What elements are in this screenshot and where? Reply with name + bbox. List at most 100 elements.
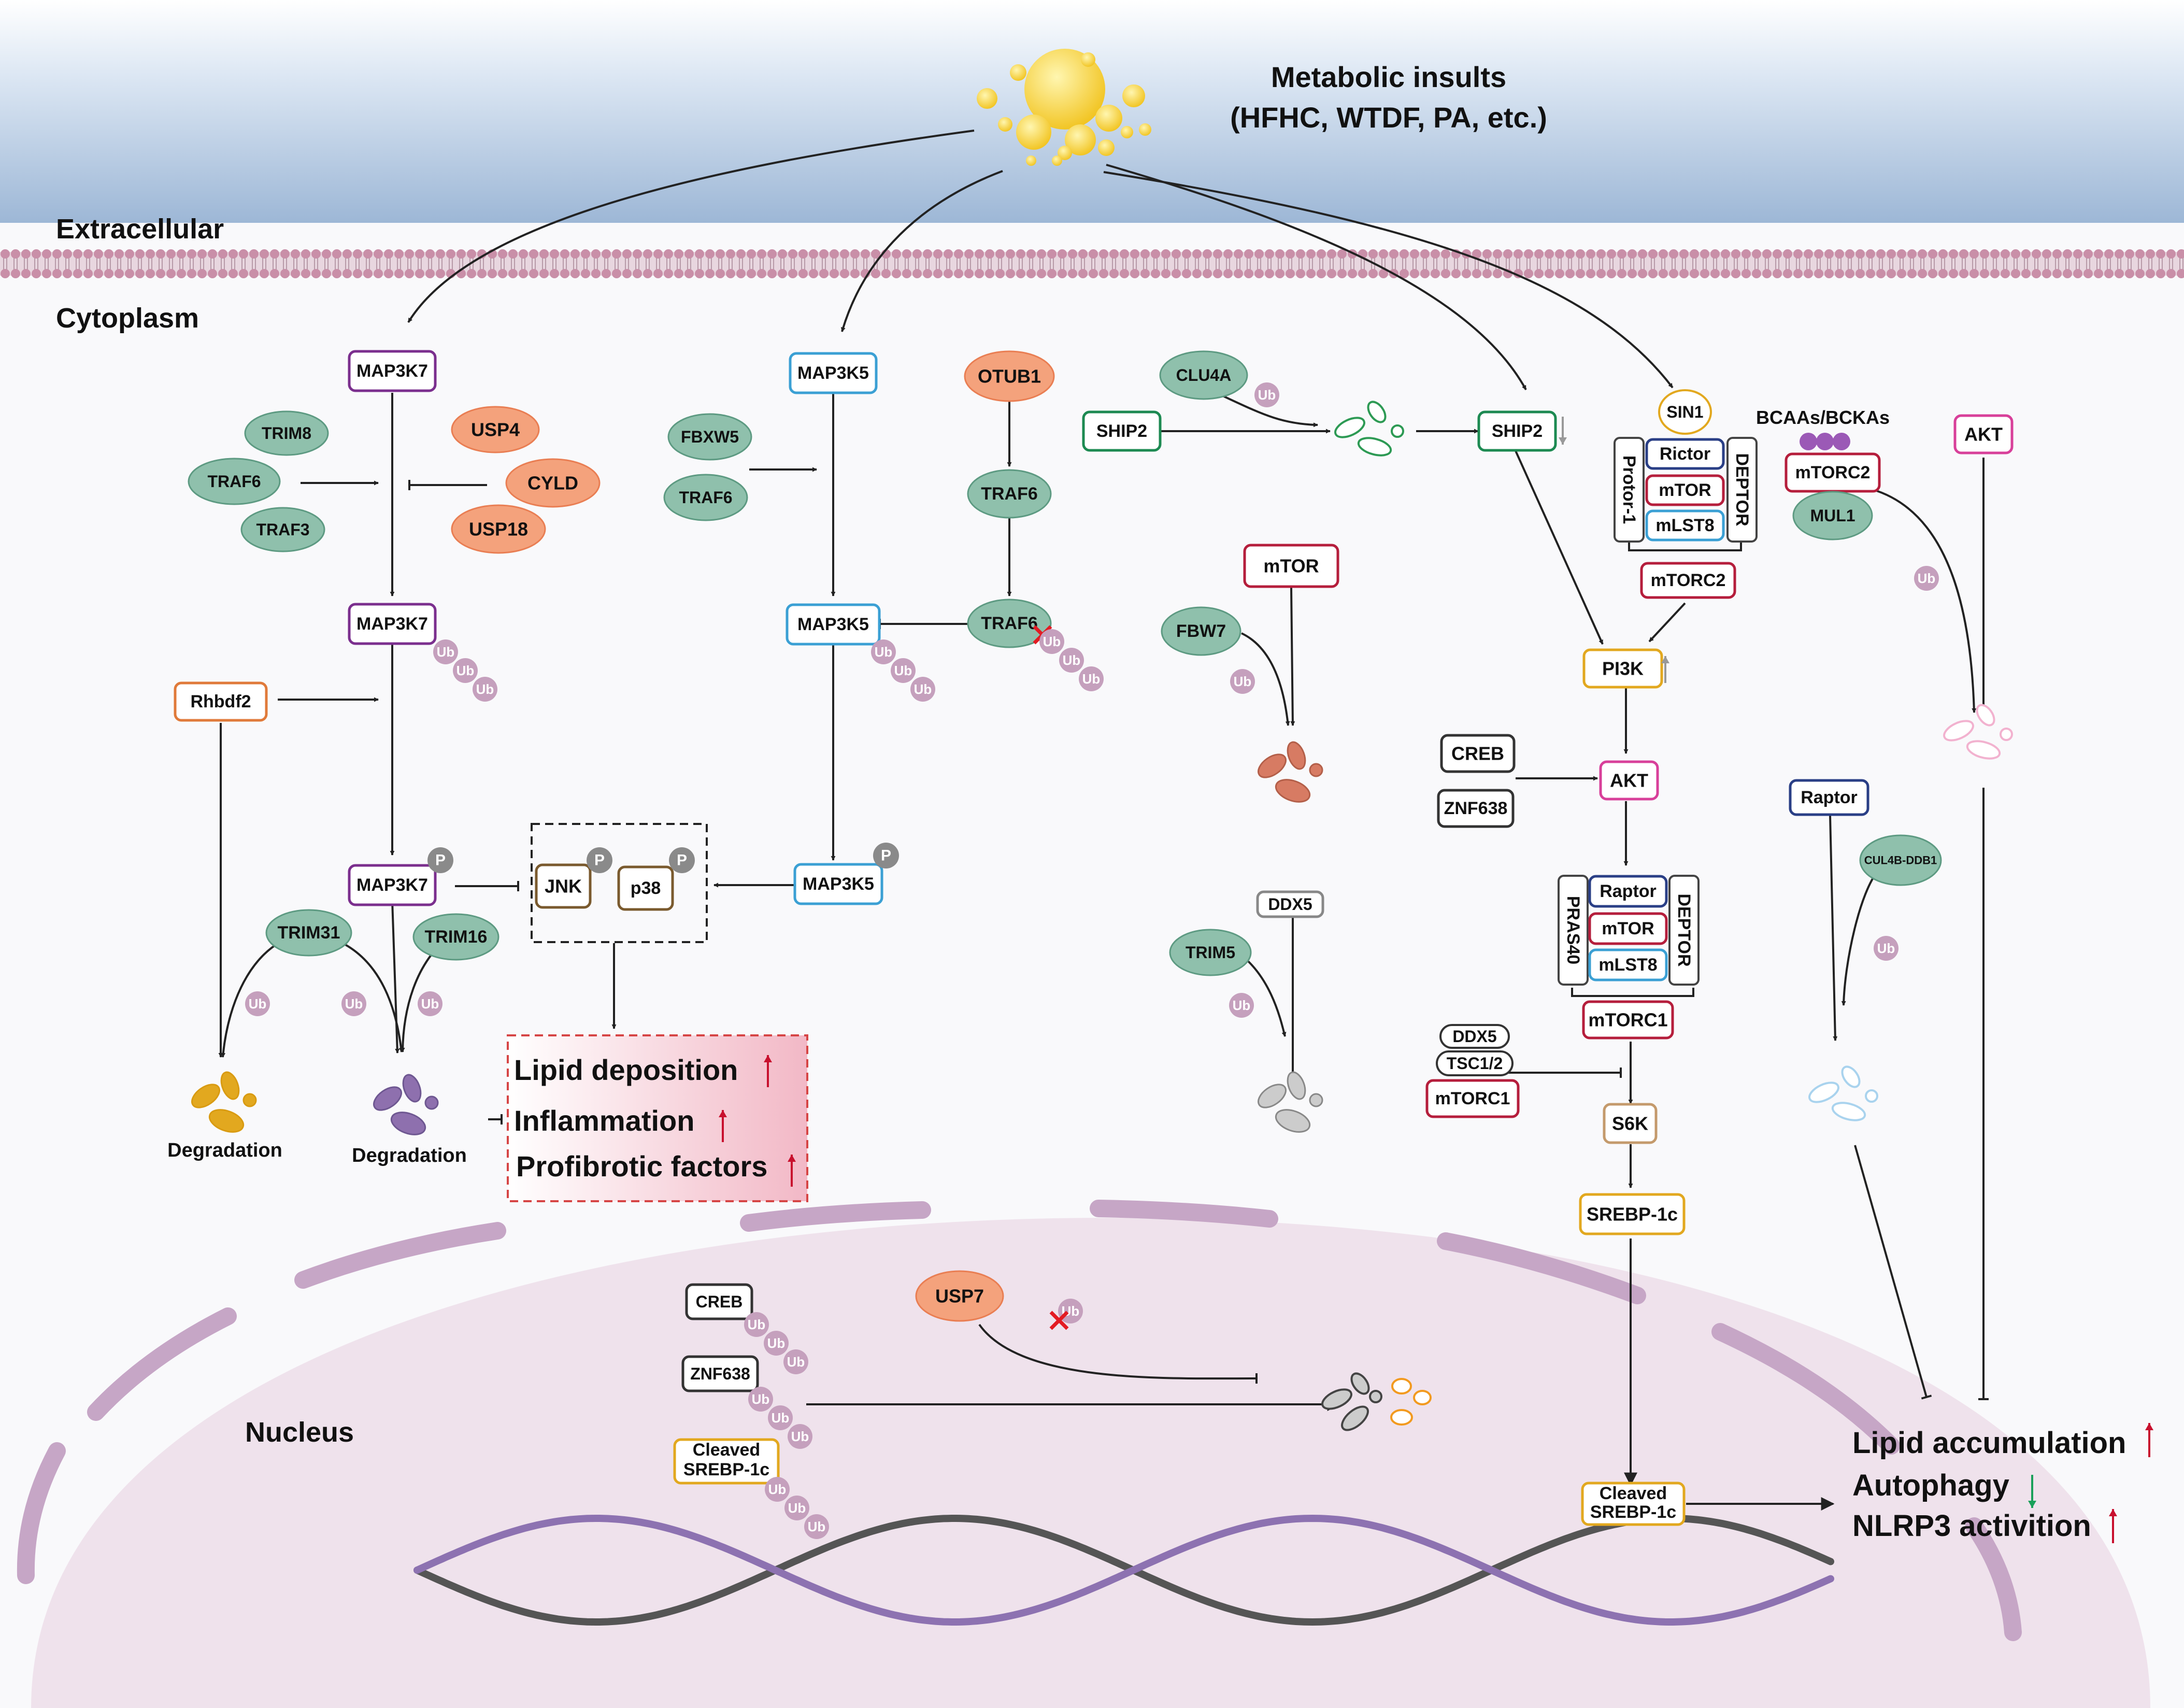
mtorc1-node-left-label: mTORC1 bbox=[1435, 1089, 1510, 1108]
rhbdf2-node bbox=[174, 681, 268, 722]
ubiquitin-label: Ub bbox=[788, 1500, 806, 1516]
map3k5-p-node-label: MAP3K5 bbox=[803, 874, 874, 894]
nlrp3-up-arrow-icon bbox=[2109, 1509, 2117, 1516]
cul4b-node-label: CUL4B-DDB1 bbox=[1864, 854, 1937, 867]
srebp-node-cyto-label: SREBP-1c bbox=[1587, 1204, 1678, 1225]
ubiquitin-chain-icon bbox=[765, 1477, 790, 1502]
ubiquitin-label: Ub bbox=[768, 1482, 787, 1497]
usp4-node bbox=[451, 406, 540, 453]
ubiquitin-chain-icon bbox=[1059, 648, 1084, 673]
srebp-label-nuc: SREBP-1c bbox=[683, 1460, 769, 1479]
akt-node-right bbox=[1953, 414, 2014, 454]
metabolic-insults-title: Metabolic insults bbox=[1271, 61, 1506, 93]
cleaved-label-right: Cleaved bbox=[1600, 1484, 1667, 1503]
cytoplasm-label: Cytoplasm bbox=[56, 303, 199, 334]
ubiquitin-chain-icon bbox=[871, 639, 896, 664]
creb-node-nuc bbox=[685, 1283, 753, 1320]
lipid-accumulation-up-arrow-icon bbox=[2145, 1423, 2153, 1430]
traf6-ub-node-label: TRAF6 bbox=[981, 614, 1038, 633]
creb-node-cyto-label: CREB bbox=[1451, 743, 1504, 764]
raptor-node-right bbox=[1789, 779, 1869, 816]
ddx5-node-mid bbox=[1256, 890, 1324, 918]
ubiquitin-chain-icon bbox=[748, 1387, 773, 1412]
ubiquitin-chain-icon bbox=[1079, 666, 1104, 691]
ubiquitin-label: Ub bbox=[748, 1317, 766, 1332]
trim5-node bbox=[1169, 929, 1252, 976]
znf638-node-nuc bbox=[681, 1355, 759, 1392]
mtorc1-node-label: mTORC1 bbox=[1588, 1009, 1667, 1031]
p38-node-label: p38 bbox=[631, 878, 661, 898]
ubiquitin-label: Ub bbox=[1234, 674, 1252, 689]
s6k-node-label: S6K bbox=[1612, 1113, 1648, 1134]
profibrotic-up-arrow-icon bbox=[788, 1155, 796, 1162]
raptor-node-right-label: Raptor bbox=[1801, 788, 1858, 807]
ubiquitin-icon bbox=[1914, 566, 1939, 591]
protor-label: Protor-1 bbox=[1619, 456, 1639, 524]
ship2-node-right bbox=[1477, 410, 1557, 452]
ship2-node-left-label: SHIP2 bbox=[1096, 421, 1147, 441]
ubiquitin-icon bbox=[1230, 669, 1255, 694]
fbw7-node bbox=[1161, 606, 1241, 656]
mtor-node-c1-label: mTOR bbox=[1602, 919, 1654, 938]
ubiquitin-label: Ub bbox=[1258, 387, 1276, 403]
traf6-node-left bbox=[188, 458, 281, 505]
degraded-fragments-yellow-icon bbox=[191, 1071, 257, 1133]
traf6-node-mid bbox=[663, 474, 748, 521]
ubiquitin-label: Ub bbox=[772, 1410, 790, 1426]
ubiquitin-icon bbox=[418, 991, 442, 1016]
rictor-node bbox=[1645, 438, 1725, 470]
ubiquitin-icon bbox=[1254, 382, 1279, 407]
deptor-label-c1: DEPTOR bbox=[1674, 893, 1694, 966]
bcaa-molecule-icon bbox=[1816, 433, 1834, 450]
fbw7-node-label: FBW7 bbox=[1176, 621, 1226, 641]
map3k7-ub-node bbox=[348, 603, 437, 645]
cyld-node bbox=[505, 458, 601, 508]
rhbdf2-node-label: Rhbdf2 bbox=[190, 692, 251, 711]
metabolic-insults-subtitle: (HFHC, WTDF, PA, etc.) bbox=[1230, 101, 1547, 134]
ubiquitin-label: Ub bbox=[787, 1354, 805, 1370]
ubiquitin-label: Ub bbox=[345, 996, 363, 1012]
traf6-node-left-label: TRAF6 bbox=[207, 472, 261, 491]
fbxw5-node-label: FBXW5 bbox=[681, 428, 739, 446]
trim5-node-label: TRIM5 bbox=[1186, 943, 1235, 962]
ubiquitin-label: Ub bbox=[1082, 671, 1101, 687]
ubiquitin-icon bbox=[1874, 936, 1898, 961]
jnk-node bbox=[535, 863, 592, 909]
mul1-node bbox=[1792, 491, 1873, 540]
cleaved-label-nuc: Cleaved bbox=[693, 1440, 760, 1460]
clu4a-node bbox=[1159, 350, 1248, 400]
ubiquitin-chain-icon bbox=[744, 1312, 769, 1337]
blue-fragments-icon bbox=[1808, 1065, 1878, 1121]
map3k7-p-node-label: MAP3K7 bbox=[356, 875, 428, 895]
map3k7-node-label: MAP3K7 bbox=[356, 361, 428, 381]
mlst8-node-c1 bbox=[1588, 948, 1668, 981]
pathway-nodes: MAP3K7TRIM8TRAF6TRAF3USP4CYLDUSP18MAP3K7… bbox=[174, 350, 2153, 1543]
p38-node bbox=[617, 865, 674, 911]
dna-helix bbox=[413, 1514, 1834, 1626]
sin1-label: SIN1 bbox=[1666, 403, 1703, 421]
ddx5-node-c1 bbox=[1439, 1024, 1510, 1049]
lipid-accumulation-text: Lipid accumulation bbox=[1852, 1426, 2126, 1460]
trim31-node bbox=[265, 909, 352, 957]
nuclear-fragments-icon bbox=[1321, 1372, 1432, 1431]
phospho-icon bbox=[669, 847, 695, 873]
ubiquitin-label: Ub bbox=[875, 644, 893, 660]
ubiquitin-label: Ub bbox=[894, 663, 912, 678]
bcaa-molecule-icon bbox=[1833, 433, 1850, 450]
mtor-node-c1 bbox=[1588, 912, 1668, 945]
inflammation-up-arrow-icon bbox=[719, 1110, 727, 1117]
block-cross-icon bbox=[1049, 1311, 1069, 1330]
ubiquitin-chain-icon bbox=[473, 677, 497, 702]
ubiquitin-chain-icon bbox=[768, 1405, 793, 1430]
traf6-ub-node bbox=[967, 599, 1052, 648]
ubiquitin-chain-icon bbox=[910, 677, 935, 702]
ship2-node-right-label: SHIP2 bbox=[1492, 421, 1543, 441]
otub1-node bbox=[964, 350, 1055, 402]
bcaa-molecule-icon bbox=[1800, 433, 1817, 450]
lipid-droplets-icon bbox=[977, 49, 1151, 166]
ubiquitin-label: Ub bbox=[1043, 634, 1061, 649]
ship2-node-left bbox=[1082, 410, 1162, 452]
mlst8-node-c2 bbox=[1645, 509, 1725, 542]
ubiquitin-label: Ub bbox=[914, 681, 932, 697]
